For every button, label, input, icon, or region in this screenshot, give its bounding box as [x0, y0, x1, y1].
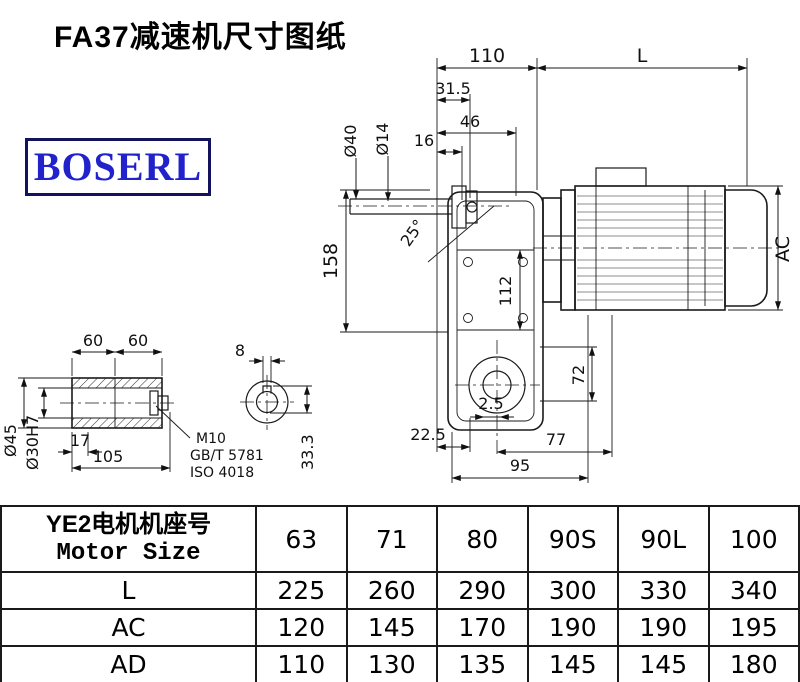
dim-33-3: 33.3	[298, 434, 317, 470]
page-title: FA37减速机尺寸图纸	[54, 21, 347, 54]
table-row-L: L 225 260 290 300 330 340	[0, 571, 800, 610]
note-gbt5781: GB/T 5781	[190, 448, 264, 464]
cell-L-3: 300	[526, 571, 619, 610]
cell-AD-4: 145	[617, 645, 710, 682]
cell-AC-5: 195	[707, 608, 800, 647]
dim-dia30h7: Ø30H7	[23, 415, 42, 470]
cell-AD-5: 180	[707, 645, 800, 682]
dim-110: 110	[469, 45, 505, 67]
dim-16: 16	[414, 131, 434, 150]
dim-60-right: 60	[128, 331, 148, 350]
dim-105: 105	[93, 447, 124, 466]
dim-2-5: 2.5	[478, 394, 503, 413]
table-header-cell: YE2电机机座号 Motor Size	[0, 505, 257, 573]
motor-size-table: YE2电机机座号 Motor Size 63 71 80 90S 90L 100…	[0, 505, 800, 682]
flange-bolt-hole	[466, 201, 478, 213]
motor-size-90l: 90L	[617, 505, 710, 573]
note-m10: M10	[196, 431, 226, 447]
table-row-AC: AC 120 145 170 190 190 195	[0, 608, 800, 647]
dim-dia14: Ø14	[373, 123, 392, 156]
dim-dia45: Ø45	[1, 424, 20, 457]
dimensions-main: 110 L 31.5 46 16 Ø40 Ø14 25° 158 112 AC …	[320, 45, 794, 483]
bore-section-detail: 8 33.3	[235, 341, 317, 470]
cell-AC-4: 190	[617, 608, 710, 647]
cell-L-4: 330	[617, 571, 710, 610]
shaft-detail: 60 60 17 105 Ø45 Ø30H7 M10 GB/T 57	[1, 331, 264, 481]
header-cn: YE2电机机座号	[45, 510, 212, 538]
cell-L-1: 260	[345, 571, 438, 610]
row-label-AC: AC	[0, 608, 257, 647]
table-row-AD: AD 110 130 135 145 145 180	[0, 645, 800, 682]
cell-AD-2: 135	[436, 645, 529, 682]
cell-AC-1: 145	[345, 608, 438, 647]
motor-size-90s: 90S	[526, 505, 619, 573]
motor	[533, 167, 782, 311]
table-header-row: YE2电机机座号 Motor Size 63 71 80 90S 90L 100	[0, 505, 800, 573]
dim-17: 17	[70, 431, 90, 450]
cell-AC-3: 190	[526, 608, 619, 647]
cell-L-2: 290	[436, 571, 529, 610]
cell-AD-1: 130	[345, 645, 438, 682]
cell-AC-2: 170	[436, 608, 529, 647]
dim-dia40: Ø40	[341, 125, 360, 158]
motor-size-80: 80	[436, 505, 529, 573]
dim-angle-25: 25°	[397, 216, 429, 250]
dim-158: 158	[320, 243, 342, 279]
dim-AC: AC	[772, 236, 794, 262]
dim-77: 77	[546, 430, 566, 449]
motor-size-71: 71	[345, 505, 438, 573]
header-en: Motor Size	[56, 539, 201, 567]
terminal-box	[595, 167, 647, 187]
note-iso4018: ISO 4018	[190, 465, 254, 481]
logo-text: BOSERL	[33, 144, 203, 189]
cell-L-5: 340	[707, 571, 800, 610]
boserl-logo: BOSERL	[25, 138, 211, 196]
cell-AC-0: 120	[255, 608, 348, 647]
dim-60-left: 60	[83, 331, 103, 350]
bolt-head	[157, 395, 169, 411]
technical-drawing: 110 L 31.5 46 16 Ø40 Ø14 25° 158 112 AC …	[1, 45, 794, 483]
fan-cowl	[724, 189, 768, 307]
dim-22-5: 22.5	[410, 425, 446, 444]
dim-8: 8	[235, 341, 245, 360]
cell-L-0: 225	[255, 571, 348, 610]
dim-L: L	[637, 45, 648, 67]
input-shaft	[338, 185, 510, 263]
motor-size-63: 63	[255, 505, 348, 573]
motor-size-100: 100	[707, 505, 800, 573]
cell-AD-0: 110	[255, 645, 348, 682]
dim-72: 72	[569, 365, 588, 385]
cell-AD-3: 145	[526, 645, 619, 682]
row-label-AD: AD	[0, 645, 257, 682]
dim-31-5: 31.5	[435, 79, 471, 98]
dim-46: 46	[460, 112, 480, 131]
dim-95: 95	[510, 456, 530, 475]
dim-112: 112	[496, 276, 515, 307]
row-label-L: L	[0, 571, 257, 610]
